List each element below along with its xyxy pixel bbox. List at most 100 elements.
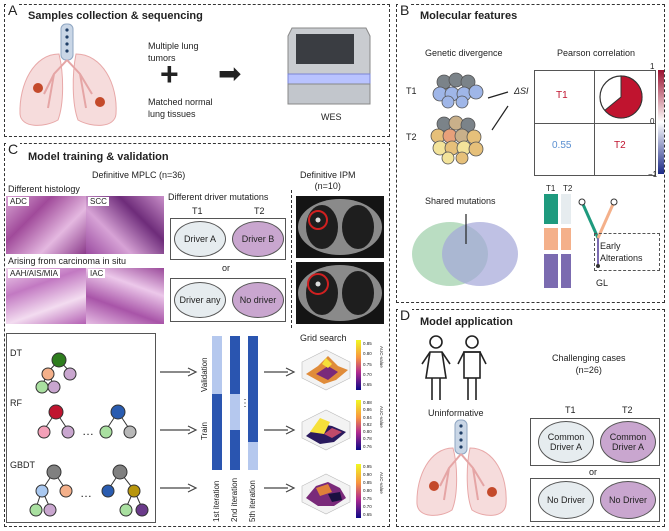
delta-si-label: ΔSI	[514, 86, 529, 96]
gl-label: GL	[596, 278, 609, 288]
lungs-illustration-a	[19, 23, 117, 126]
people-icon	[421, 335, 487, 400]
panel-a-letter: A	[6, 2, 20, 18]
panel-b-letter: B	[398, 2, 412, 18]
panel-d	[396, 309, 665, 527]
driver-b-node: Driver B	[232, 221, 284, 257]
driver-box-1	[170, 218, 286, 260]
plus-sign: +	[160, 56, 179, 92]
cb1-tick: 0.70	[363, 371, 372, 377]
driver-any-node: Driver any	[174, 282, 226, 318]
auc-axis-label: AUC-value	[379, 406, 384, 428]
panel-d-title: Model application	[420, 316, 513, 328]
colorbar-tick: 0	[650, 117, 655, 126]
validation-label: Validation	[200, 357, 209, 392]
auc-colorbar-1	[356, 340, 361, 390]
uninformative-label: Uninformative	[428, 408, 484, 418]
tumor-clones-t2	[430, 115, 484, 165]
genetic-divergence-label: Genetic divergence	[425, 48, 503, 58]
svg-text:⋮: ⋮	[240, 398, 250, 409]
scc-label: SCC	[88, 197, 109, 206]
cv-folds: ⋮	[212, 336, 258, 470]
cb3-tick: 0.75	[363, 496, 372, 501]
cb2-tick: 0.84	[363, 414, 372, 420]
matrix-t2-label: T2	[614, 140, 626, 151]
no-driver-node: No driver	[232, 282, 284, 318]
cb1-tick: 0.80	[363, 351, 372, 357]
mutation-bars	[544, 194, 571, 288]
no-driver-node-2: No Driver	[600, 481, 656, 519]
d-box-2	[530, 478, 660, 522]
colorbar-b	[658, 70, 664, 174]
colorbar-tick: 1	[650, 62, 655, 71]
grid-search-label: Grid search	[300, 333, 347, 343]
panel-b-title: Molecular features	[420, 10, 518, 22]
tree-t2-label: T2	[563, 184, 573, 193]
matrix-t1-label: T1	[556, 90, 568, 101]
c-t2-label: T2	[254, 206, 265, 216]
tree-gbdt-2	[101, 464, 149, 517]
aah-label: AAH/AIS/MIA	[8, 269, 61, 278]
mplc-label: Definitive MPLC (n=36)	[92, 170, 186, 180]
common-driver-a-node-2: Common Driver A	[600, 421, 656, 463]
cb2-tick: 0.76	[363, 443, 372, 449]
arrow-cv-2	[264, 425, 296, 435]
t2-label: T2	[406, 132, 417, 142]
d-box-1	[530, 418, 660, 466]
gbdt-label: GBDT	[10, 460, 36, 470]
early-alterations-box	[594, 233, 660, 271]
cb3-tick: 0.70	[363, 504, 372, 509]
c-t1-label: T1	[192, 206, 203, 216]
cb1-ticks: 0.85 0.80 0.75 0.70 0.65	[363, 339, 372, 390]
panel-c-letter: C	[6, 141, 21, 157]
pearson-label: Pearson correlation	[557, 48, 636, 58]
matrix-hline	[534, 123, 656, 124]
panel-b	[396, 4, 665, 303]
panel-a	[4, 4, 390, 137]
delta-lines	[487, 91, 509, 131]
train-label: Train	[200, 422, 209, 440]
d-t2-label: T2	[622, 405, 633, 415]
histology-adc: ADC	[6, 196, 86, 254]
adc-label: ADC	[8, 197, 29, 206]
cb3-tick: 0.90	[363, 472, 372, 477]
venn-diagram	[412, 214, 518, 286]
surface-plot-3	[301, 473, 351, 515]
ipm-separator	[291, 190, 292, 328]
early-alterations-label: Early Alterations	[600, 241, 643, 263]
histology-scc: SCC	[86, 196, 164, 254]
wes-label: WES	[321, 112, 342, 122]
cb3-ticks: 0.95 0.90 0.85 0.80 0.75 0.70 0.65	[363, 463, 372, 519]
colorbar-tick: −1	[648, 170, 658, 179]
dt-label: DT	[10, 348, 22, 358]
matrix-value: 0.55	[552, 140, 572, 151]
driver-a-node: Driver A	[174, 221, 226, 257]
cb1-tick: 0.85	[363, 341, 372, 346]
auc-colorbar-3	[356, 464, 361, 518]
arising-label: Arising from carcinoma in situ	[8, 256, 127, 266]
driver-mutations-label: Different driver mutations	[168, 192, 269, 202]
cb2-tick: 0.82	[363, 421, 372, 427]
tree-rf-1	[37, 404, 75, 439]
auc-axis-label: AUC-value	[379, 346, 384, 368]
d-t1-label: T1	[565, 405, 576, 415]
cb3-tick: 0.65	[363, 512, 372, 517]
right-arrow-icon: ➡	[218, 58, 242, 89]
iteration-5-label: 5th iteration	[248, 480, 257, 522]
cb3-tick: 0.80	[363, 488, 372, 493]
cb2-tick: 0.88	[363, 400, 372, 405]
arrow-cv-3	[264, 483, 296, 493]
cb3-tick: 0.85	[363, 480, 372, 485]
driver-box-2	[170, 278, 286, 322]
arrow-cv-1	[264, 367, 296, 377]
cb2-tick: 0.80	[363, 429, 372, 435]
iteration-1-label: 1st iteration	[212, 480, 221, 522]
rf-label: RF	[10, 398, 22, 408]
text-tumors: Multiple lung tumors	[148, 41, 199, 63]
ipm-label: Definitive IPM (n=10)	[300, 170, 356, 191]
panel-c-title: Model training & validation	[28, 151, 169, 163]
t1-label: T1	[406, 86, 417, 96]
panel-d-letter: D	[398, 307, 413, 323]
no-driver-node-1: No Driver	[538, 481, 594, 519]
histology-aah: AAH/AIS/MIA	[6, 268, 86, 324]
